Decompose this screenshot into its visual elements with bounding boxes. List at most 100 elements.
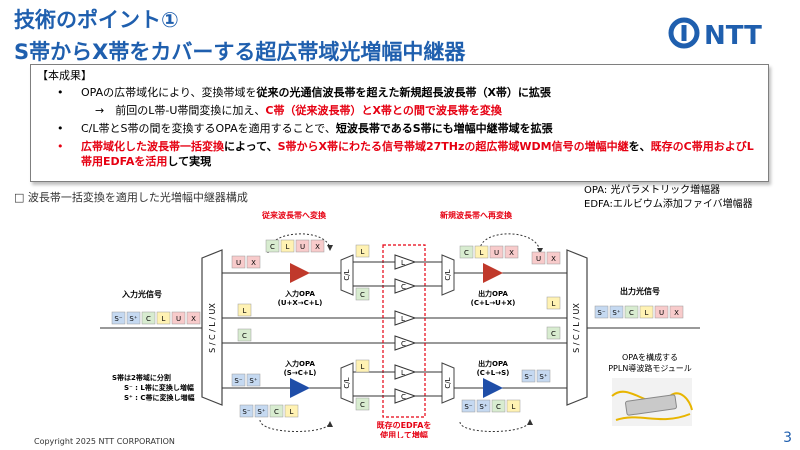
page-number: 3 [783,430,792,446]
band-input-sm: S⁻ [111,311,126,325]
svg-text:C: C [464,249,469,257]
result-3-text-f: して実現 [167,155,212,168]
svg-text:C: C [242,332,247,340]
opa-in-top-label: 入力OPA [284,289,315,298]
band-bot-s-in-sm: S⁻ [231,373,246,387]
page-title-line2: S帯からX帯をカバーする超広帯域光増幅中継器 [14,40,466,64]
input-opa-bot [290,378,310,398]
result-item-3: •広帯域化した波長帯一括変換によって、S帯からX帯にわたる信号帯域27THzの超… [57,140,754,168]
result-2-bold: 短波長帯であるS帯にも増幅中継帯域を拡張 [335,122,553,135]
svg-text:C: C [551,330,556,338]
result-3-red-a: 広帯域化した波長帯一括変換 [81,140,224,153]
cl-splitter-bot-in [340,362,354,404]
svg-text:S⁻: S⁻ [524,373,532,381]
svg-text:X: X [551,255,556,263]
output-mux [566,249,588,406]
svg-text:C: C [360,401,365,409]
svg-text:C: C [360,291,365,299]
band-output-u: U [654,305,669,319]
svg-text:S⁻: S⁻ [597,309,605,317]
band-input-c: C [141,311,156,325]
svg-text:S⁺: S⁺ [539,373,547,381]
result-item-2: •C/L帯とS帯の間を変換するOPAを適用することで、短波長帯であるS帯にも増幅… [57,122,553,135]
svg-text:X: X [315,243,320,251]
svg-text:S⁺: S⁺ [257,408,265,416]
opa-in-bot-sub: (S→C+L) [284,369,317,377]
edfa-bot-l: L [394,364,417,380]
band-bot-scl-out-sm: S⁻ [461,399,476,413]
svg-text:C: C [270,243,275,251]
svg-text:L: L [361,248,365,256]
svg-text:L: L [552,300,556,308]
output-signal-label: 出力光信号 [620,286,660,296]
band-output-x: X [669,305,684,319]
opa-out-bot-sub: (C+L→S) [477,369,510,377]
band-bot-s-out-sm: S⁻ [521,369,536,383]
band-top-clux-c: C [265,239,280,253]
ppln-label-1: OPAを構成する [622,352,678,362]
band-bot-scl-out-c: C [491,399,506,413]
page-title-line1: 技術のポイント① [14,8,179,32]
svg-text:C: C [146,315,151,323]
edfa-box-label-2: 使用して増幅 [379,430,428,438]
opa-out-bot-label: 出力OPA [478,359,508,368]
svg-text:L: L [480,249,484,257]
cl-splitter-top-in [340,254,354,296]
cl-splitter-bot-out-label: C/L [444,377,452,388]
curve-arrow-top-right [479,233,543,254]
svg-text:U: U [236,259,241,267]
def-opa: OPA: 光パラメトリック増幅器 [584,185,721,196]
svg-text:C: C [401,393,406,401]
svg-text:L: L [290,408,294,416]
band-bot-scl-in-sp: S⁺ [254,404,269,418]
band-bot-scl-in-c: C [269,404,284,418]
cl-splitter-top-out-label: C/L [444,269,452,280]
svg-text:X: X [674,309,679,317]
band-top-clux-out-u: U [489,245,504,259]
output-opa-top [483,263,503,283]
repeater-diagram: 従来波長帯へ変換 新規波長帯へ再変換 S / C / L / UX S / C … [100,210,700,438]
band-bot-s-out-sp: S⁺ [536,369,551,383]
svg-text:L: L [645,309,649,317]
band-top-c-in-c: C [355,287,370,301]
input-demux-label: S / C / L / UX [208,303,217,353]
svg-text:U: U [536,255,541,263]
svg-text:S⁺: S⁺ [612,309,620,317]
band-top-clux-l: L [280,239,295,253]
result-1-sub-red: C帯（従来波長帯）とX帯との間で波長帯を変換 [265,104,502,117]
svg-text:C: C [496,403,501,411]
band-top-clux-out-c: C [459,245,474,259]
def-edfa: EDFA:エルビウム添加ファイバ増幅器 [584,199,753,210]
result-3-text-b: によって、 [224,140,278,153]
band-top-l-in-l: L [355,244,370,258]
edfa-top-l: L [394,254,417,270]
band-bot-scl-out-l: L [506,399,521,413]
band-bot-scl-out-sp: S⁺ [476,399,491,413]
band-bot-s-in-sp: S⁺ [246,373,261,387]
svg-text:L: L [401,259,405,267]
edfa-mid-c: C [394,335,417,351]
opa-in-top-sub: (U+X→C+L) [278,299,323,307]
band-mid-l-out-l: L [546,296,561,310]
band-input-u: U [171,311,186,325]
result-3-red-e: 既存のC帯用およびL帯用EDFAを活用 [81,140,754,168]
svg-text:C: C [401,340,406,348]
svg-text:C: C [274,408,279,416]
cl-splitter-top-in-label: C/L [343,269,351,280]
band-top-ux-out-u: U [531,251,546,265]
cl-splitter-bot-in-label: C/L [343,377,351,388]
result-2-text: C/L帯とS帯の間を変換するOPAを適用することで、 [81,122,336,135]
svg-text:S⁺: S⁺ [479,403,487,411]
results-list: •OPAの広帯域化により、変換帯域を従来の光通信波長帯を超えた新規超長波長帯（X… [41,85,761,172]
band-mid-c-out-c: C [546,326,561,340]
definitions: OPA: 光パラメトリック増幅器 EDFA:エルビウム添加ファイバ増幅器 [584,184,753,212]
band-top-ux-in-x: X [246,255,261,269]
band-bot-scl-in-l: L [284,404,299,418]
svg-text:C: C [401,283,406,291]
svg-text:U: U [300,243,305,251]
ppln-label-2: PPLN導波路モジュール [608,363,692,373]
svg-text:U: U [176,315,181,323]
opa-out-top-label: 出力OPA [478,289,508,298]
svg-text:U: U [494,249,499,257]
